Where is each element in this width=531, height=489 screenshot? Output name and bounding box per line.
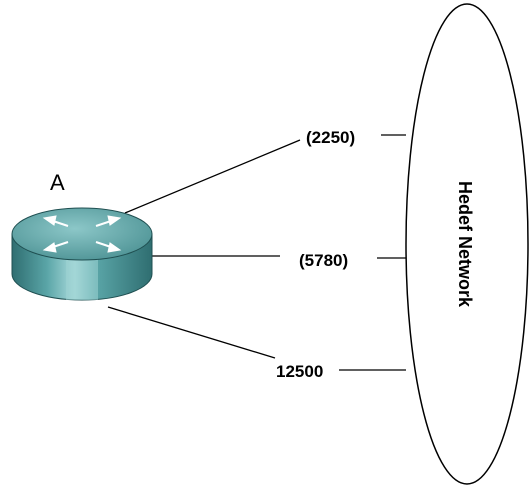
router-label: A [50,170,65,195]
network-label: Hedef Network [455,181,475,308]
link-label-3: 12500 [276,362,323,381]
link-label-1: (2250) [306,128,355,147]
network-ellipse [405,3,529,485]
router-icon [11,207,153,301]
link-line-1 [124,139,301,214]
link-label-2: (5780) [299,251,348,270]
link-line-3 [107,306,276,359]
